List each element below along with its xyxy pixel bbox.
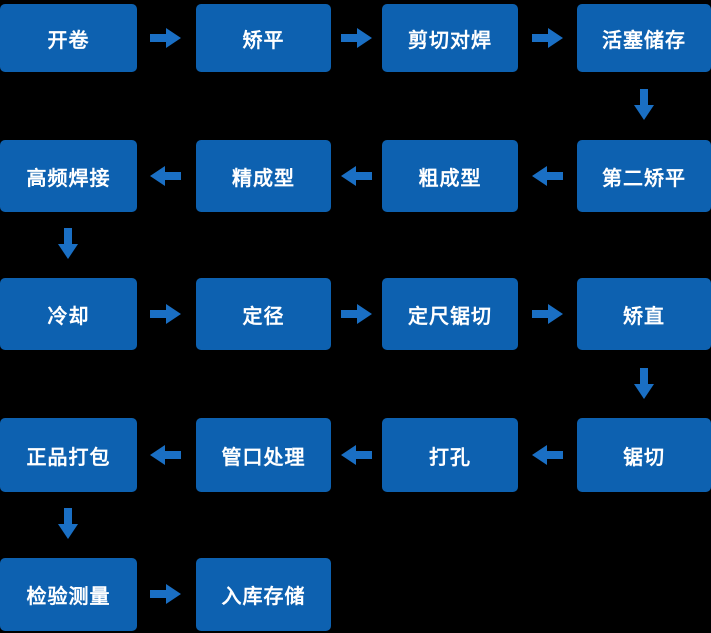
flow-node-hf-welding: 高频焊接 xyxy=(0,140,137,212)
flow-node-cooling: 冷却 xyxy=(0,278,137,350)
flow-node-product-packing: 正品打包 xyxy=(0,418,137,492)
flow-node-sizing: 定径 xyxy=(196,278,331,350)
flow-node-rough-forming: 粗成型 xyxy=(382,140,518,212)
flow-node-piston-storage: 活塞储存 xyxy=(577,4,711,72)
flow-node-uncoiling: 开卷 xyxy=(0,4,137,72)
flow-node-pipe-end-treatment: 管口处理 xyxy=(196,418,331,492)
flow-node-inspection-measuring: 检验测量 xyxy=(0,558,137,631)
arrow-right-icon xyxy=(150,304,181,324)
flow-node-sawing: 锯切 xyxy=(577,418,711,492)
flow-node-straightening: 矫直 xyxy=(577,278,711,350)
arrow-down-icon xyxy=(634,89,654,120)
flow-node-second-leveling: 第二矫平 xyxy=(577,140,711,212)
flow-node-shear-butt-welding: 剪切对焊 xyxy=(382,4,518,72)
arrow-right-icon xyxy=(150,584,181,604)
flow-node-drilling: 打孔 xyxy=(382,418,518,492)
arrow-left-icon xyxy=(341,166,372,186)
arrow-down-icon xyxy=(58,228,78,259)
arrow-down-icon xyxy=(634,368,654,399)
arrow-left-icon xyxy=(532,445,563,465)
flow-node-fine-forming: 精成型 xyxy=(196,140,331,212)
flow-node-leveling: 矫平 xyxy=(196,4,331,72)
arrow-left-icon xyxy=(532,166,563,186)
arrow-left-icon xyxy=(341,445,372,465)
flow-node-warehouse-storage: 入库存储 xyxy=(196,558,331,631)
arrow-right-icon xyxy=(341,28,372,48)
arrow-right-icon xyxy=(341,304,372,324)
arrow-left-icon xyxy=(150,166,181,186)
flow-node-fixed-length-sawing: 定尺锯切 xyxy=(382,278,518,350)
arrow-down-icon xyxy=(58,508,78,539)
arrow-right-icon xyxy=(532,304,563,324)
arrow-right-icon xyxy=(532,28,563,48)
arrow-left-icon xyxy=(150,445,181,465)
arrow-right-icon xyxy=(150,28,181,48)
